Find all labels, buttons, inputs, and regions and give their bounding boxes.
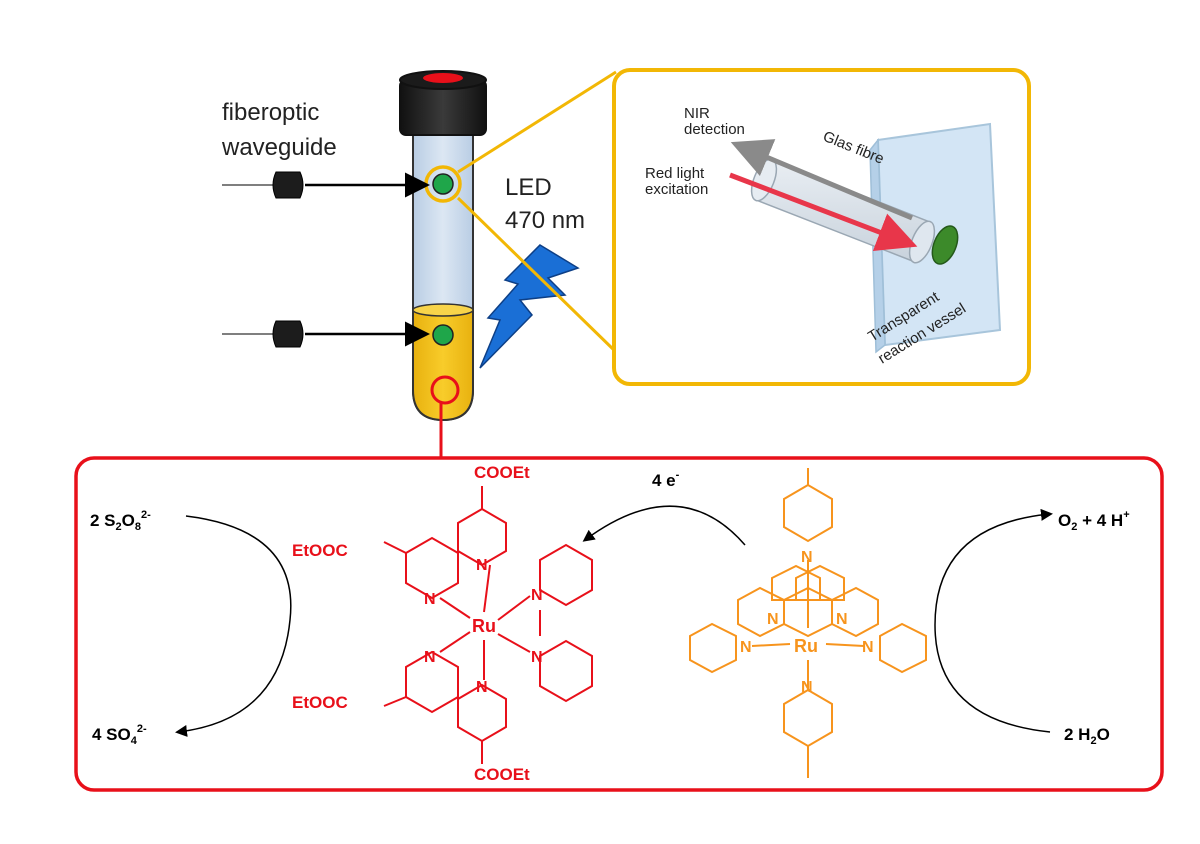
n-label: N — [836, 611, 848, 628]
led-label-line1: LED — [505, 174, 552, 201]
red-label-line2: excitation — [645, 181, 708, 198]
red-excitation-arrow — [729, 172, 918, 251]
n-label: N — [801, 549, 813, 566]
fiber-connector-icon — [272, 320, 304, 348]
reduction-cycle-arrow — [175, 515, 292, 737]
catalyst-highlight-circle — [430, 375, 460, 405]
red-label-line1: Red light — [645, 165, 705, 182]
n-label: N — [424, 591, 436, 608]
reaction-scheme-frame — [74, 456, 1164, 792]
fiber-probe-bottom — [222, 320, 430, 348]
n-label: N — [476, 557, 488, 574]
led-label-line2: 470 nm — [505, 207, 585, 234]
ester-bottom-label: COOEt — [474, 765, 530, 784]
ru-catalyst — [689, 468, 927, 778]
fiber-label-line1: fiberoptic — [222, 99, 319, 126]
nir-label-line1: NIR — [684, 105, 710, 122]
ru-metal-label: Ru — [794, 636, 818, 656]
septum-icon — [423, 73, 463, 83]
n-label: N — [424, 649, 436, 666]
water-label: 2 H2O — [1064, 725, 1110, 747]
sensor-spot-headspace — [432, 173, 454, 195]
n-label: N — [476, 679, 488, 696]
nir-label-line2: detection — [684, 121, 745, 138]
ru-photosensitizer-labels: Ru COOEt EtOOC EtOOC COOEt N N N N N N — [292, 463, 543, 784]
ru-catalyst-labels: Ru N N N N N N — [740, 549, 874, 696]
n-label: N — [531, 649, 543, 666]
zoom-connector-yellow-top — [457, 70, 617, 174]
ester-left-bottom-label: EtOOC — [292, 693, 348, 712]
fiber-probe-top — [222, 171, 430, 199]
n-label: N — [767, 611, 779, 628]
sensor-spot-solution — [432, 324, 454, 346]
n-label: N — [801, 679, 813, 696]
electron-label: 4 e- — [652, 469, 680, 490]
sensor-inset: NIR detection Red light excitation Glas … — [612, 68, 1031, 386]
reaction-vessel — [399, 70, 487, 458]
sensor-spot-inset — [931, 225, 959, 265]
fiber-connector-icon — [272, 171, 304, 199]
n-label: N — [531, 587, 543, 604]
nir-detection-arrow — [730, 139, 913, 221]
zoom-connector-yellow-bottom — [456, 196, 618, 354]
oxygen-label: O2 + 4 H+ — [1058, 509, 1130, 533]
ester-left-top-label: EtOOC — [292, 541, 348, 560]
oxidation-cycle-arrow — [934, 508, 1053, 733]
electron-transfer-arrow — [582, 505, 746, 546]
n-label: N — [862, 639, 874, 656]
solution-meniscus — [412, 303, 474, 317]
ester-top-label: COOEt — [474, 463, 530, 482]
ru-photosensitizer — [383, 486, 593, 764]
fiber-label-line2: waveguide — [221, 134, 337, 161]
ru-metal-label: Ru — [472, 616, 496, 636]
n-label: N — [740, 639, 752, 656]
led-lightning-icon — [479, 244, 580, 369]
